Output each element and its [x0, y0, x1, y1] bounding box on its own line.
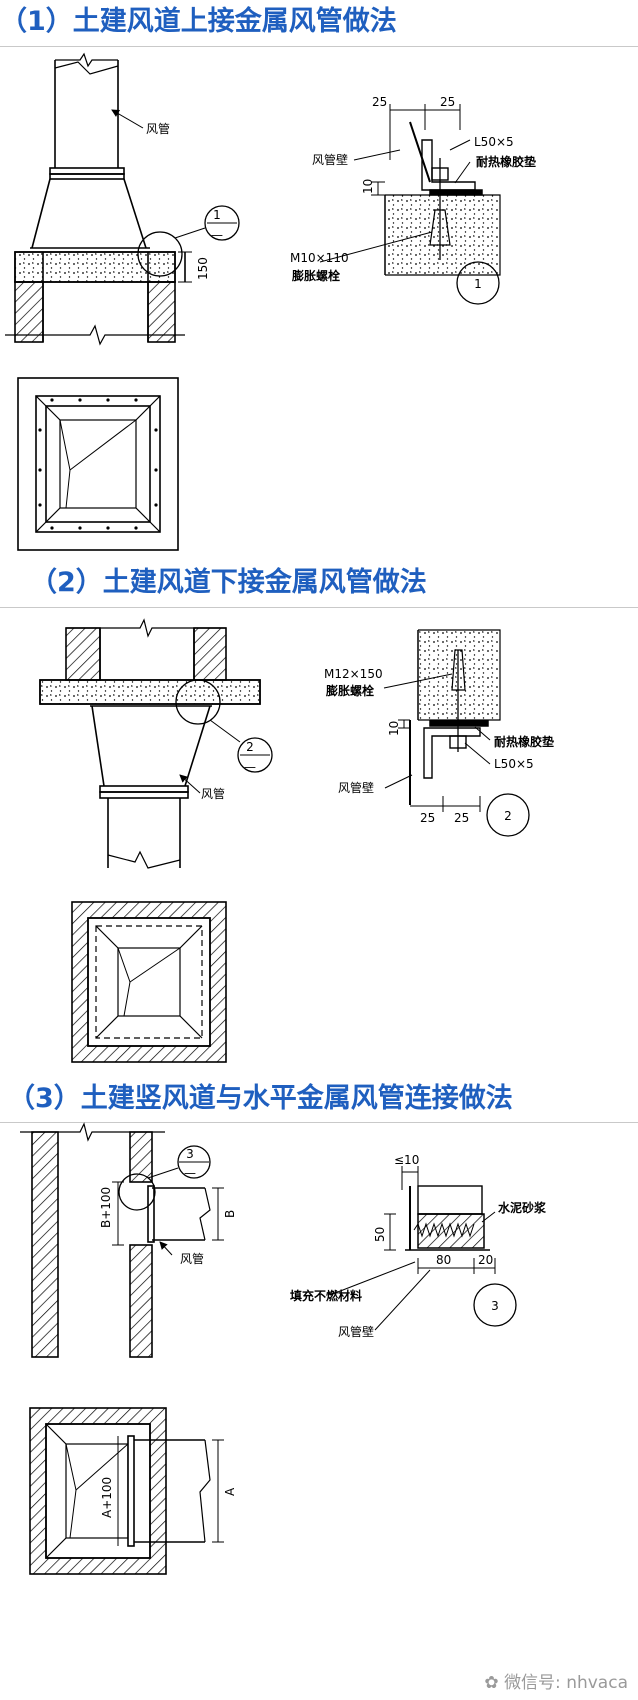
wechat-icon: ✿: [484, 1673, 499, 1693]
s1-detail-ref-dash: —: [211, 228, 223, 242]
s1-detail-bolt-size: M10×110: [290, 251, 349, 265]
section-1-plan-bolts: [38, 398, 158, 530]
s1-detail-bolt-name: 膨胀螺栓: [291, 268, 340, 283]
s2-detail-dim-10: 10: [387, 721, 401, 736]
s3-detail-ref-dash: —: [184, 1166, 196, 1180]
watermark-text: 微信号: nhvaca: [504, 1673, 628, 1693]
s1-detail-ref-number: 1: [213, 208, 221, 222]
section-3-title: （3）土建竖风道与水平金属风管连接做法: [8, 1083, 513, 1114]
s2-detail-duct-wall: 风管壁: [338, 780, 374, 795]
s1-detail-angle: L50×5: [474, 135, 514, 149]
s3-detail-filler: 填充不燃材料: [290, 1288, 362, 1303]
s2-detail-ref-number: 2: [246, 740, 254, 754]
s3-dim-b100: B+100: [99, 1187, 113, 1228]
section-1-plan: [17, 377, 179, 551]
section-3-divider: [0, 1122, 638, 1123]
s2-detail-dim-25a: 25: [420, 811, 435, 825]
s3-detail-dim-50: 50: [373, 1227, 387, 1242]
section-2-title: （2）土建风道下接金属风管做法: [30, 567, 427, 598]
s2-detail-dim-25b: 25: [454, 811, 469, 825]
s3-dim-a: A: [223, 1487, 237, 1496]
s2-detail-ref-dash: —: [244, 760, 256, 774]
section-1-title: （1）土建风道上接金属风管做法: [0, 6, 397, 37]
s3-duct-label: 风管: [180, 1251, 204, 1266]
s1-dim-150: 150: [196, 257, 210, 280]
section-3-plan: [29, 1407, 224, 1575]
section-2-divider: [0, 607, 638, 608]
s3-detail-dim-80: 80: [436, 1253, 451, 1267]
s3-detail-ref-number: 3: [186, 1147, 194, 1161]
wechat-watermark: ✿ 微信号: nhvaca: [484, 1668, 628, 1693]
s2-detail-bolt-name: 膨胀螺栓: [325, 683, 374, 698]
section-1-divider: [0, 46, 638, 47]
s3-dim-b: B: [223, 1210, 237, 1218]
s2-detail-bolt-size: M12×150: [324, 667, 383, 681]
s1-detail-dim-25b: 25: [440, 95, 455, 109]
s2-duct-label: 风管: [201, 786, 225, 801]
section-1-detail: [319, 104, 501, 305]
s1-detail-dim-10: 10: [361, 179, 375, 194]
s3-detail-dim-20: 20: [478, 1253, 493, 1267]
section-2-elevation: [39, 618, 273, 869]
s3-dim-a100: A+100: [100, 1477, 114, 1518]
s3-detail-dim-le10: ≤10: [394, 1153, 419, 1167]
section-2-detail: [383, 629, 530, 837]
s1-detail-duct-wall: 风管壁: [312, 152, 348, 167]
s1-detail-gasket: 耐热橡胶垫: [476, 154, 536, 169]
section-3-detail: [329, 1166, 517, 1331]
s2-detail-gasket: 耐热橡胶垫: [494, 734, 554, 749]
s1-duct-label: 风管: [146, 121, 170, 136]
s3-detail-circle-number: 3: [491, 1299, 499, 1313]
s3-detail-mortar: 水泥砂浆: [498, 1200, 547, 1215]
section-3-elevation: [20, 1122, 224, 1358]
s1-detail-circle-number: 1: [474, 277, 482, 291]
s3-detail-duct-wall: 风管壁: [338, 1324, 374, 1339]
s1-detail-dim-25a: 25: [372, 95, 387, 109]
s2-detail-angle: L50×5: [494, 757, 534, 771]
s2-detail-circle-number: 2: [504, 809, 512, 823]
section-2-plan: [71, 901, 227, 1063]
section-1-elevation: [5, 52, 240, 346]
